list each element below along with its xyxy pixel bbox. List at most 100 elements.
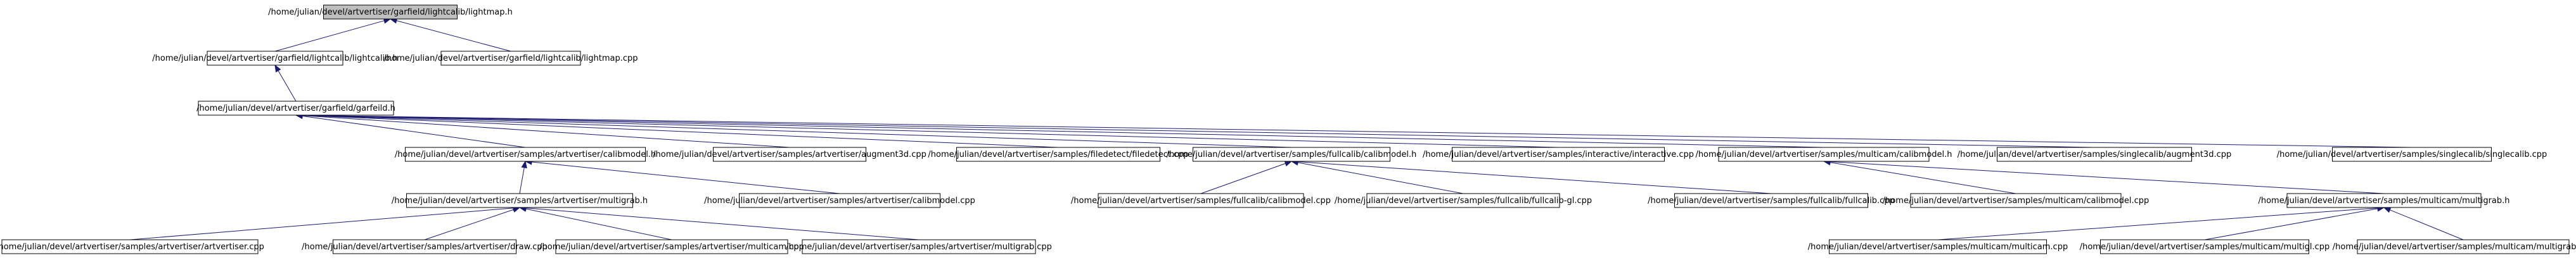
graph-node-n19[interactable]: /home/julian/devel/artvertiser/samples/a… (0, 239, 264, 254)
node-box[interactable] (405, 147, 646, 162)
edge-line (129, 207, 514, 240)
node-label: /home/julian/devel/artvertiser/samples/a… (392, 196, 648, 206)
edge-n24-to-n18 (2204, 206, 2385, 240)
node-box[interactable] (323, 4, 458, 20)
node-box[interactable] (1452, 147, 1665, 162)
graph-node-n11[interactable]: /home/julian/devel/artvertiser/samples/s… (2277, 147, 2547, 162)
node-label: /home/julian/devel/artvertiser/samples/m… (2080, 242, 2330, 252)
graph-node-n17[interactable]: /home/julian/devel/artvertiser/samples/m… (1883, 193, 2150, 208)
edge-n25-to-n18 (2383, 207, 2464, 240)
node-box[interactable] (1193, 147, 1390, 162)
edge-line (1829, 162, 2016, 194)
graph-node-n25[interactable]: /home/julian/devel/artvertiser/samples/m… (2333, 239, 2576, 254)
edge-line (2390, 209, 2464, 240)
graph-node-n15[interactable]: /home/julian/devel/artvertiser/samples/f… (1335, 193, 1592, 208)
edge-n18-to-n9 (1823, 158, 2385, 194)
graph-node-n13[interactable]: /home/julian/devel/artvertiser/samples/a… (704, 193, 975, 208)
edge-n17-to-n9 (1823, 159, 2016, 194)
graph-node-n23[interactable]: /home/julian/devel/artvertiser/samples/m… (1808, 239, 2068, 254)
graph-node-n1[interactable]: /home/julian/devel/artvertiser/garfield/… (152, 51, 398, 66)
edge-line (302, 115, 1292, 148)
node-box[interactable] (555, 239, 788, 254)
edge-n2-to-n0 (389, 18, 511, 52)
edge-line (302, 115, 1059, 148)
edge-line (1200, 163, 1286, 194)
graph-node-n20[interactable]: /home/julian/devel/artvertiser/samples/a… (302, 239, 548, 254)
edge-n13-to-n4 (524, 159, 840, 194)
node-box[interactable] (802, 239, 1036, 254)
graph-node-n9[interactable]: /home/julian/devel/artvertiser/samples/m… (1695, 147, 1952, 162)
edge-line (1297, 161, 1772, 194)
node-label: /home/julian/devel/artvertiser/samples/a… (0, 242, 264, 252)
graph-node-n3[interactable]: /home/julian/devel/artvertiser/garfield/… (196, 101, 395, 116)
node-label: /home/julian/devel/artvertiser/samples/f… (928, 150, 1188, 159)
graph-node-n14[interactable]: /home/julian/devel/artvertiser/samples/f… (1071, 193, 1331, 208)
node-box[interactable] (1718, 147, 1930, 162)
node-box[interactable] (198, 101, 394, 116)
graph-node-n16[interactable]: /home/julian/devel/artvertiser/samples/f… (1648, 193, 1895, 208)
edge-line (278, 70, 297, 102)
edge-line (1937, 207, 2378, 240)
node-box[interactable] (1997, 147, 2192, 162)
graph-node-n8[interactable]: /home/julian/devel/artvertiser/samples/i… (1423, 147, 1694, 162)
node-label: /home/julian/devel/artvertiser/garfield/… (196, 104, 395, 113)
edge-n19-to-n12 (129, 205, 521, 240)
node-box[interactable] (2332, 147, 2492, 162)
graph-node-n7[interactable]: /home/julian/devel/artvertiser/samples/f… (1167, 147, 1417, 162)
graph-node-n5[interactable]: /home/julian/devel/artvertiser/samples/a… (653, 147, 926, 162)
graph-node-n12[interactable]: /home/julian/devel/artvertiser/samples/a… (392, 193, 648, 208)
node-box[interactable] (333, 239, 516, 254)
node-box[interactable] (207, 51, 343, 66)
node-box[interactable] (440, 51, 581, 66)
edge-line (424, 209, 514, 240)
graph-node-n4[interactable]: /home/julian/devel/artvertiser/samples/a… (395, 147, 656, 162)
edge-line (1829, 161, 2385, 194)
arrow-head-icon (1284, 161, 1293, 166)
node-box[interactable] (1366, 193, 1560, 208)
graph-node-n2[interactable]: /home/julian/devel/artvertiser/garfield/… (383, 51, 638, 66)
edge-line (302, 115, 1824, 148)
node-box[interactable] (956, 147, 1160, 162)
node-box[interactable] (2357, 239, 2570, 254)
node-box[interactable] (713, 147, 866, 162)
edge-n1-to-n0 (274, 18, 392, 52)
edge-line (519, 167, 525, 194)
node-box[interactable] (1674, 193, 1868, 208)
node-box[interactable] (1, 239, 259, 254)
edge-line (525, 208, 672, 240)
graph-node-n0[interactable]: /home/julian/devel/artvertiser/garfield/… (268, 4, 513, 20)
arrow-head-icon (512, 206, 521, 213)
graph-node-n10[interactable]: /home/julian/devel/artvertiser/samples/s… (1958, 147, 2232, 162)
edge-line (1297, 162, 1464, 194)
graph-node-n6[interactable]: /home/julian/devel/artvertiser/samples/f… (928, 147, 1189, 162)
node-label: /home/julian/devel/artvertiser/samples/f… (1335, 196, 1592, 206)
graph-node-n24[interactable]: /home/julian/devel/artvertiser/samples/m… (2080, 239, 2330, 254)
edge-n22-to-n12 (518, 205, 920, 240)
edge-line (525, 207, 920, 240)
edge-n16-to-n7 (1290, 158, 1772, 194)
node-box[interactable] (406, 193, 633, 208)
edge-line (302, 115, 2095, 148)
node-box[interactable] (1910, 193, 2122, 208)
node-box[interactable] (1829, 239, 2047, 254)
edge-n23-to-n18 (1937, 205, 2385, 240)
edge-line (2204, 208, 2378, 240)
node-box[interactable] (739, 193, 940, 208)
node-label: /home/julian/devel/artvertiser/samples/m… (2258, 196, 2509, 206)
edge-n20-to-n12 (424, 206, 521, 240)
edge-n10-to-n3 (295, 112, 2095, 148)
graph-node-n22[interactable]: /home/julian/devel/artvertiser/samples/a… (786, 239, 1052, 254)
arrow-head-icon (274, 64, 281, 73)
edge-n12-to-n4 (519, 160, 527, 194)
graph-node-n21[interactable]: /home/julian/devel/artvertiser/samples/a… (539, 239, 804, 254)
graph-node-n18[interactable]: /home/julian/devel/artvertiser/samples/m… (2258, 193, 2510, 208)
node-box[interactable] (2100, 239, 2309, 254)
edges-layer (129, 18, 2464, 240)
node-label: /home/julian/devel/artvertiser/samples/s… (2277, 150, 2547, 159)
node-label: /home/julian/devel/artvertiser/samples/f… (1167, 150, 1417, 159)
node-label: /home/julian/devel/artvertiser/samples/a… (539, 242, 804, 252)
node-box[interactable] (2286, 193, 2482, 208)
node-box[interactable] (1098, 193, 1304, 208)
node-label: /home/julian/devel/artvertiser/samples/s… (1958, 150, 2232, 159)
